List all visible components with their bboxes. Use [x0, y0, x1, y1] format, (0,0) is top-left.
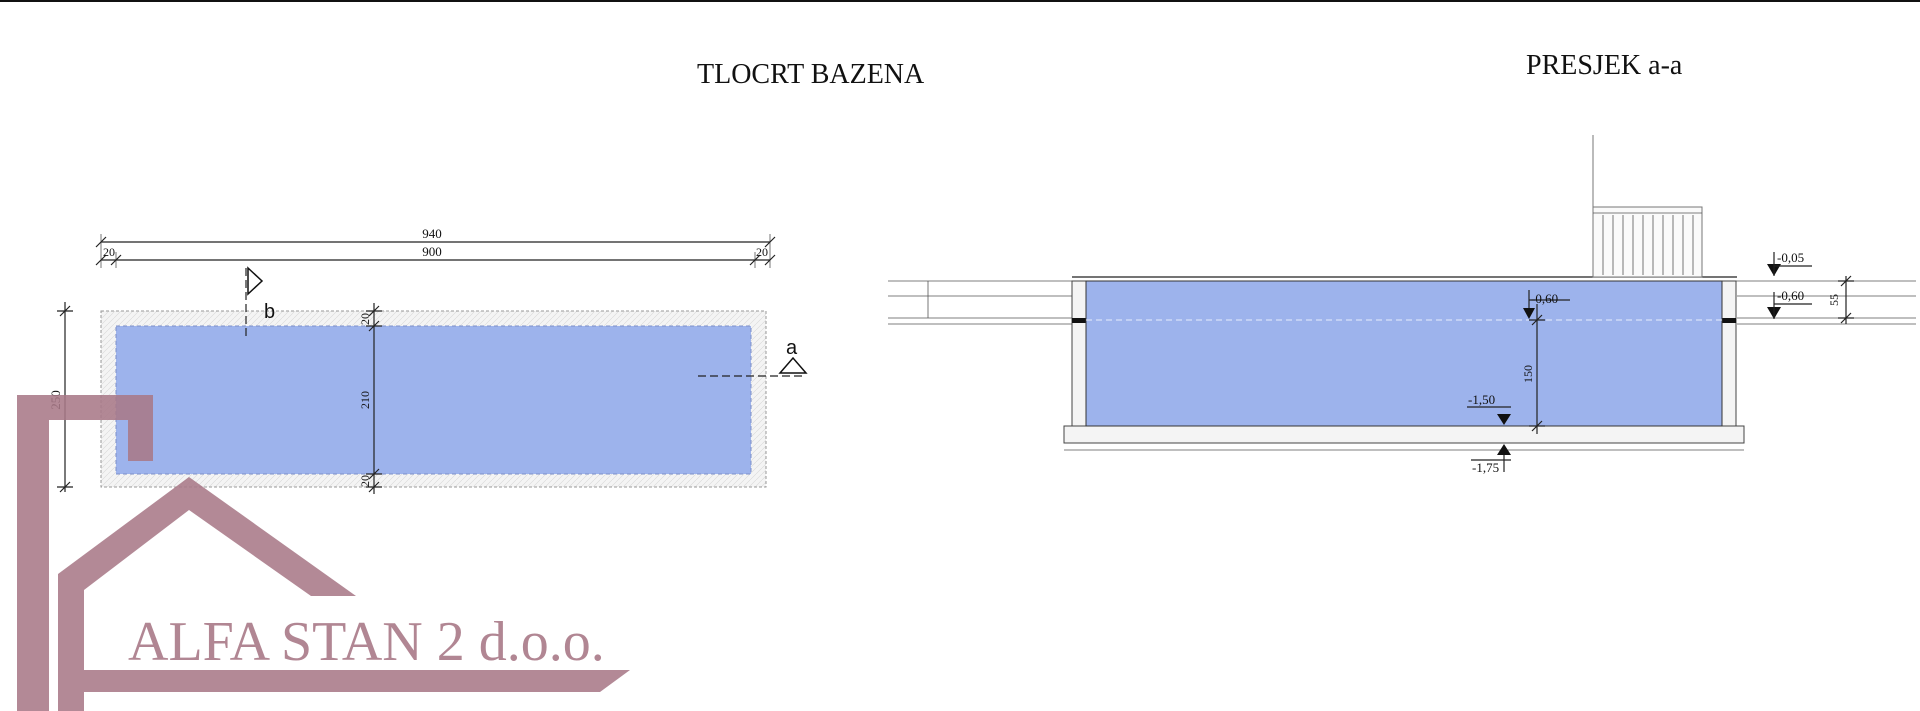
- level-water-right: -0,60: [1777, 288, 1804, 303]
- dim-top-wall: 20: [358, 313, 372, 325]
- company-logo: ALFA STAN 2 d.o.o.: [17, 395, 630, 711]
- section-left-wall: [1071, 280, 1087, 427]
- plan-view: TLOCRT BAZENA 940 900 20 20 250 210 20 2…: [48, 59, 925, 494]
- dim-right-wall: 20: [756, 245, 768, 259]
- level-floor-marker-icon: [1497, 414, 1511, 425]
- deck-block: [1592, 206, 1703, 278]
- dim-bottom-wall: 20: [358, 475, 372, 487]
- plan-water: [115, 325, 752, 475]
- level-bottom: -1,75: [1472, 460, 1499, 475]
- section-b-marker-icon: [247, 266, 264, 296]
- plan-title: TLOCRT BAZENA: [697, 59, 925, 90]
- section-water: [1085, 280, 1723, 427]
- level-bottom-marker-icon: [1497, 444, 1511, 455]
- dim-depth: 150: [1521, 365, 1535, 383]
- section-a-marker-icon: [778, 356, 808, 374]
- section-view: PRESJEK a-a: [888, 50, 1916, 475]
- level-floor: -1,50: [1468, 392, 1495, 407]
- section-right-wall: [1721, 280, 1737, 427]
- level-water-marker-icon: [1523, 308, 1535, 319]
- section-title: PRESJEK a-a: [1526, 50, 1683, 81]
- dim-side: 55: [1827, 294, 1841, 306]
- section-bottom-slab: [1063, 425, 1745, 444]
- dim-height-inner: 210: [358, 391, 372, 409]
- house-logo-icon: [17, 395, 630, 711]
- level-water: -0,60: [1531, 291, 1558, 306]
- dim-total: 940: [422, 226, 442, 241]
- dim-left-wall: 20: [103, 245, 115, 259]
- section-b-label: b: [264, 301, 275, 323]
- level-top: -0,05: [1777, 250, 1804, 265]
- section-a-label: a: [786, 337, 798, 359]
- dim-inner: 900: [422, 244, 442, 259]
- logo-text: ALFA STAN 2 d.o.o.: [128, 611, 605, 673]
